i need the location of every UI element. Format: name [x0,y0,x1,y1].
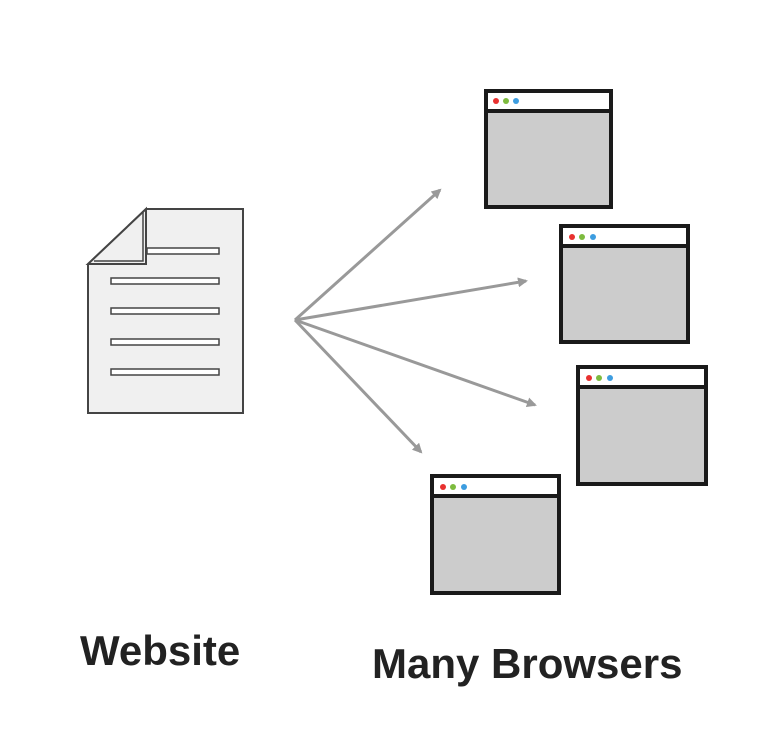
arrow-icon [293,318,423,454]
maximize-dot [590,234,596,240]
close-dot [569,234,575,240]
arrows [293,188,537,454]
minimize-dot [450,484,456,490]
browser-window-icon [559,224,690,344]
document-icon [85,206,244,414]
minimize-dot [596,375,602,381]
browser-window-icon [430,474,561,595]
many-browsers-label: Many Browsers [372,640,683,687]
website-label: Website [80,627,241,674]
close-dot [440,484,446,490]
browser-window-icon [484,89,613,209]
arrow-icon [294,318,537,408]
close-dot [493,98,499,104]
maximize-dot [607,375,613,381]
browser-window-icon [576,365,708,486]
document-text-lines [110,247,220,376]
arrow-icon [294,277,528,322]
minimize-dot [579,234,585,240]
close-dot [586,375,592,381]
arrow-icon [293,188,442,322]
minimize-dot [503,98,509,104]
maximize-dot [461,484,467,490]
maximize-dot [513,98,519,104]
